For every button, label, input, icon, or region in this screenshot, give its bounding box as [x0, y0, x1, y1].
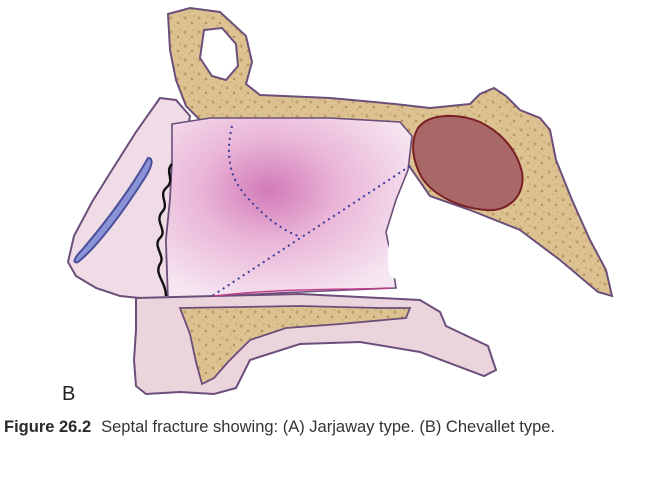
posterior-airway — [388, 200, 440, 286]
figure-caption-text: Septal fracture showing: (A) Jarjaway ty… — [101, 418, 555, 436]
nasal-septum-diagram — [0, 0, 666, 410]
panel-label: B — [62, 383, 75, 406]
figure-caption-label: Figure 26.2 — [4, 418, 91, 436]
figure-caption: Figure 26.2 Septal fracture showing: (A) … — [4, 416, 662, 438]
septal-cartilage — [166, 118, 412, 298]
